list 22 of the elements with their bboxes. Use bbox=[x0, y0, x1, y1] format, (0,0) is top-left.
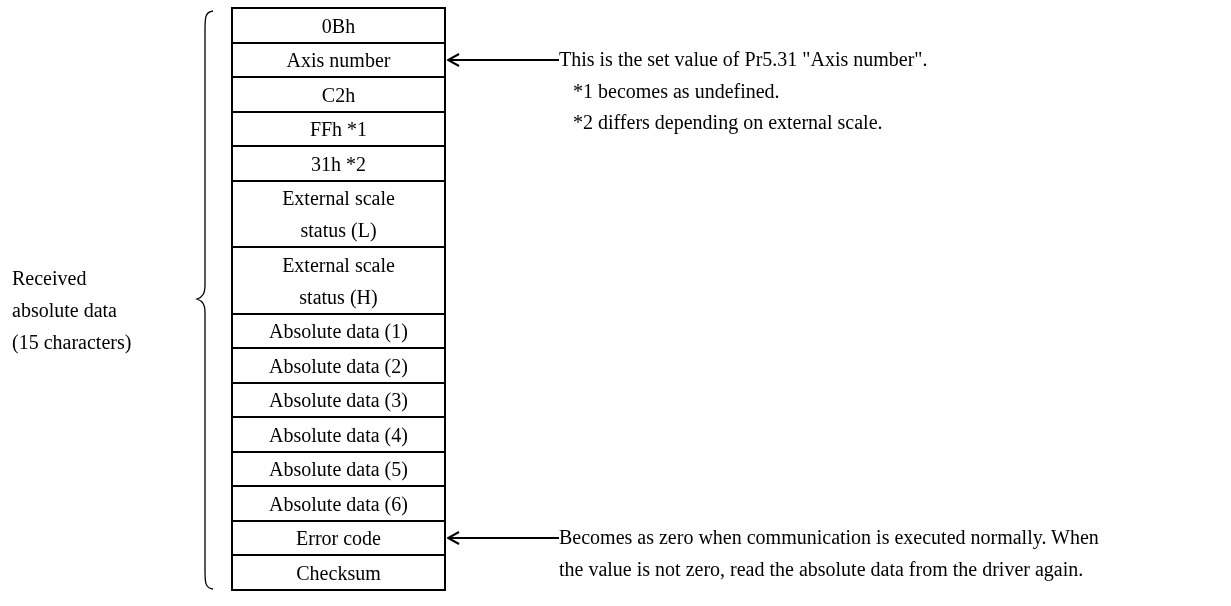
table-cell: External scale status (H) bbox=[231, 246, 446, 315]
table-cell: External scale status (L) bbox=[231, 180, 446, 248]
table-cell: 0Bh bbox=[231, 7, 446, 44]
table-cell: Axis number bbox=[231, 42, 446, 78]
table-cell: Absolute data (1) bbox=[231, 313, 446, 349]
table-cell: FFh *1 bbox=[231, 111, 446, 147]
footnote-text: *2 differs depending on external scale. bbox=[573, 110, 884, 136]
table-cell: Absolute data (5) bbox=[231, 451, 446, 487]
table-cell: Error code bbox=[231, 520, 446, 556]
table-cell: 31h *2 bbox=[231, 145, 446, 182]
arrow bbox=[447, 531, 560, 545]
bracket-label: Received absolute data (15 characters) bbox=[12, 266, 133, 356]
table-cell: Absolute data (4) bbox=[231, 416, 446, 453]
table-cell: Checksum bbox=[231, 554, 446, 591]
note-text: Becomes as zero when communication is executed normally. When the value is not zero, read the absolute data from the driver again. bbox=[559, 521, 1104, 585]
table-cell: Absolute data (3) bbox=[231, 382, 446, 418]
table-cell: Absolute data (2) bbox=[231, 347, 446, 384]
table-cell: Absolute data (6) bbox=[231, 485, 446, 522]
footnote-text: *1 becomes as undefined. bbox=[573, 79, 781, 104]
note-text: This is the set value of Pr5.31 "Axis number". bbox=[559, 43, 1219, 75]
table-cell: C2h bbox=[231, 76, 446, 113]
arrow bbox=[447, 53, 560, 67]
